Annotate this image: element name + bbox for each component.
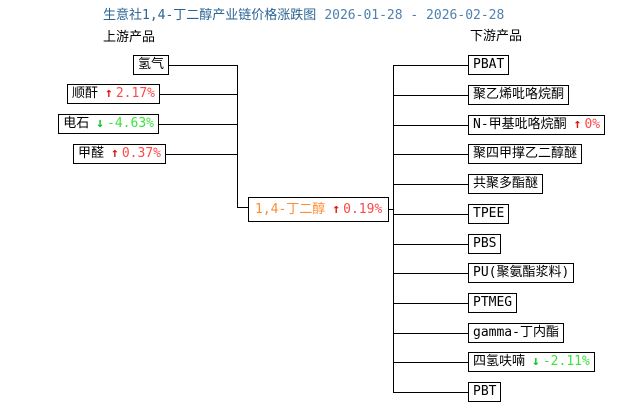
node-calcium-carbide: 电石 ↓-4.63% <box>58 114 159 134</box>
connector-line <box>393 154 485 155</box>
node-label: 聚乙烯吡咯烷酮 <box>473 87 565 102</box>
down-arrow-icon: ↓ <box>532 354 540 369</box>
connector-line <box>393 65 394 393</box>
change-badge: ↑0.37% <box>111 146 161 161</box>
connector-line <box>393 362 485 363</box>
connector-line <box>393 65 485 66</box>
change-value: -2.11% <box>542 354 590 369</box>
node-thf: 四氢呋喃 ↓-2.11% <box>468 352 595 372</box>
change-badge: ↓-4.63% <box>96 116 154 131</box>
node-label: PBAT <box>473 57 505 72</box>
node-label: 甲醛 <box>78 146 105 161</box>
node-label: PBT <box>473 384 497 399</box>
node-label: 聚四甲撑乙二醇醚 <box>473 146 578 161</box>
node-tpee: TPEE <box>468 204 510 224</box>
chart-date-range: 2026-01-28 - 2026-02-28 <box>324 8 505 23</box>
connector-line <box>393 244 485 245</box>
node-label: 电石 <box>63 116 90 131</box>
connector-line <box>140 94 237 95</box>
node-label: PTMEG <box>473 295 513 310</box>
connector-line <box>393 214 485 215</box>
change-value: 2.17% <box>115 86 155 101</box>
node-ptmeg: PTMEG <box>468 293 518 313</box>
upstream-section-label: 上游产品 <box>103 30 156 45</box>
node-label: PU(聚氨酯浆料) <box>473 265 570 280</box>
connector-line <box>393 303 485 304</box>
connector-line <box>393 184 485 185</box>
node-pvp: 聚乙烯吡咯烷酮 <box>468 85 570 105</box>
change-value: 0% <box>584 117 601 132</box>
downstream-section-label: 下游产品 <box>470 29 523 44</box>
node-label: PBS <box>473 236 497 251</box>
node-pbt: PBT <box>468 382 502 402</box>
node-label: 1,4-丁二醇 <box>255 202 326 217</box>
change-badge: ↑0.19% <box>332 202 382 217</box>
node-copolyester-ether: 共聚多酯醚 <box>468 174 544 194</box>
connector-line <box>140 154 237 155</box>
connector-line <box>140 124 237 125</box>
connector-line <box>393 125 485 126</box>
node-1-4-butanediol: 1,4-丁二醇 ↑0.19% <box>248 197 390 222</box>
connector-line <box>237 65 238 208</box>
change-badge: ↑0% <box>574 117 600 132</box>
node-label: N-甲基吡咯烷酮 <box>473 117 567 132</box>
down-arrow-icon: ↓ <box>96 116 105 131</box>
node-pu-slurry: PU(聚氨酯浆料) <box>468 263 575 283</box>
connector-line <box>393 273 485 274</box>
change-value: 0.37% <box>121 146 161 161</box>
change-badge: ↑2.17% <box>105 86 155 101</box>
node-label: 四氢呋喃 <box>473 354 526 369</box>
change-badge: ↓-2.11% <box>532 354 590 369</box>
connector-line <box>393 333 485 334</box>
up-arrow-icon: ↑ <box>111 146 119 161</box>
up-arrow-icon: ↑ <box>573 117 582 132</box>
node-ptmeg-ether: 聚四甲撑乙二醇醚 <box>468 144 583 164</box>
node-formaldehyde: 甲醛 ↑0.37% <box>73 144 166 164</box>
up-arrow-icon: ↑ <box>332 202 341 217</box>
change-value: -4.63% <box>107 116 154 131</box>
change-value: 0.19% <box>343 202 383 217</box>
node-label: TPEE <box>473 206 505 221</box>
node-label: gamma-丁内酯 <box>473 325 559 340</box>
up-arrow-icon: ↑ <box>105 86 113 101</box>
chart-title: 生意社1,4-丁二醇产业链价格涨跌图 <box>103 8 317 23</box>
connector-line <box>393 392 485 393</box>
node-label: 氢气 <box>137 57 164 72</box>
node-pbat: PBAT <box>468 55 510 75</box>
connector-line <box>393 95 485 96</box>
node-nmp: N-甲基吡咯烷酮 ↑0% <box>468 115 606 135</box>
connector-line <box>140 65 237 66</box>
node-gbl: gamma-丁内酯 <box>468 323 564 343</box>
node-label: 共聚多酯醚 <box>473 176 539 191</box>
page-title: 生意社1,4-丁二醇产业链价格涨跌图 2026-01-28 - 2026-02-2… <box>103 8 504 24</box>
node-maleic-anhydride: 顺酐 ↑2.17% <box>67 84 160 104</box>
node-hydrogen: 氢气 <box>132 55 169 75</box>
node-pbs: PBS <box>468 234 502 254</box>
node-label: 顺酐 <box>72 86 99 101</box>
